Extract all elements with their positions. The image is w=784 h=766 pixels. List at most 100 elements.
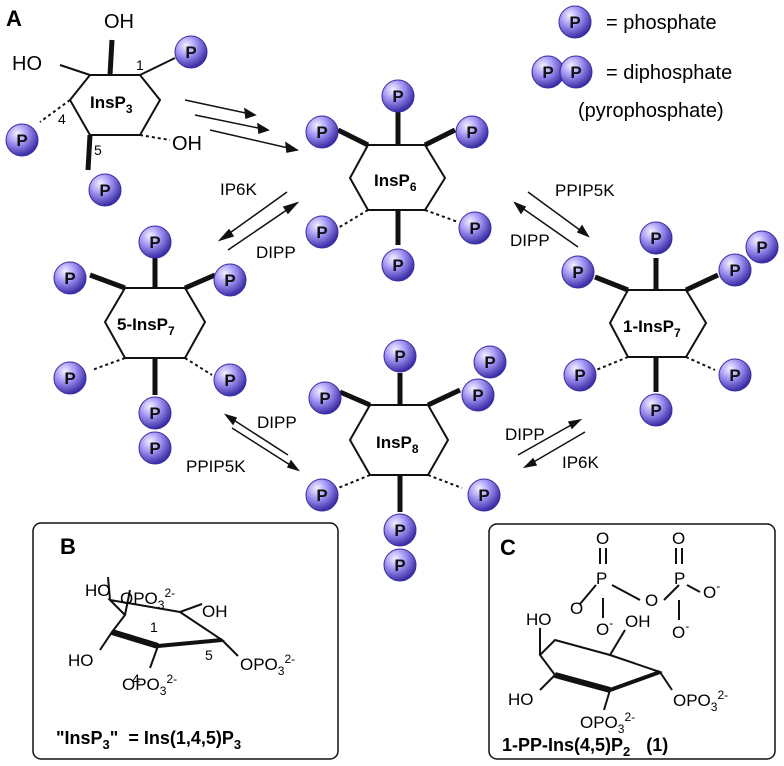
phosphate-sphere-icon [383, 339, 417, 373]
phosphate-sphere-icon [563, 358, 597, 392]
panel-label-b: B [60, 534, 76, 559]
phosphate-sphere-icon [639, 393, 673, 427]
phosphate-sphere-label: P [472, 386, 483, 405]
panel-c: C O O P O P O- O- O- HO O OH H [488, 523, 776, 760]
insp6-p-br: P [458, 211, 492, 245]
panel-c-ho-top: HO [526, 610, 552, 629]
phosphate-sphere-icon [473, 345, 507, 379]
5insp7-p-tl: P [53, 261, 87, 295]
panel-b-pos-5: 5 [205, 647, 213, 663]
phosphate-sphere-label: P [316, 223, 327, 242]
insp3-oh-right: OH [172, 133, 202, 155]
insp8-p-bottom-1: P [383, 513, 417, 547]
phosphate-sphere-label: P [185, 43, 196, 62]
insp3-oh-top: OH [104, 11, 134, 33]
phosphate-sphere-label: P [392, 87, 403, 106]
arrows-insp3-to-insp6 [184, 99, 299, 153]
phosphate-sphere-icon [305, 215, 339, 249]
panel-c-opo-right: OPO32- [673, 688, 728, 714]
phosphate-sphere-label: P [394, 521, 405, 540]
insp8-molecule [337, 373, 463, 512]
insp8-p-bottom-2: P [383, 548, 417, 582]
phosphate-sphere-label: P [650, 401, 661, 420]
phosphate-sphere-label: P [466, 123, 477, 142]
panel-c-oh-right: OH [625, 612, 651, 631]
1insp7-p-tr-1: P [718, 253, 752, 287]
panel-b-ho-top: HO [85, 581, 111, 600]
panel-b: B HO OPO32- 1 OH HO 5 OPO32- 4 OPO32- "I… [32, 522, 339, 760]
enzyme-ip6k-a: IP6K [220, 180, 258, 199]
phosphate-sphere-label: P [224, 271, 235, 290]
legend: P = phosphate P P = diphosphate (pyropho… [531, 5, 732, 122]
phosphate-sphere-icon [381, 79, 415, 113]
phosphate-sphere-icon [88, 173, 122, 207]
phosphate-sphere-label: P [392, 256, 403, 275]
phosphate-sphere-icon [53, 361, 87, 395]
phosphate-sphere-label: P [650, 229, 661, 248]
phosphate-sphere-label: P [569, 13, 580, 32]
phosphate-sphere-label: P [316, 123, 327, 142]
insp8-p-bl: P [305, 478, 339, 512]
panel-b-opo-right: OPO32- [240, 652, 295, 678]
5insp7-p-tr: P [213, 263, 247, 297]
1insp7-p-tl: P [561, 255, 595, 289]
enzyme-ip6k-d: IP6K [562, 453, 600, 472]
phosphate-sphere-label: P [729, 261, 740, 280]
panel-c-p-2: P [674, 569, 685, 588]
phosphate-sphere-icon [383, 548, 417, 582]
phosphate-sphere-label: P [469, 219, 480, 238]
insp8-name: InsP8 [376, 433, 419, 456]
panel-b-opo-bottom: OPO32- [122, 672, 177, 698]
phosphate-sphere-icon [383, 513, 417, 547]
1insp7-p-br: P [718, 358, 752, 392]
panel-c-o-minus-3: O- [596, 616, 613, 639]
phosphate-sphere-icon [467, 478, 501, 512]
insp6-p-top: P [381, 79, 415, 113]
panel-c-caption: 1-PP-Ins(4,5)P2(1) [502, 735, 668, 759]
5insp7-molecule [89, 258, 216, 395]
phosphate-sphere-label: P [394, 556, 405, 575]
1insp7-p-top: P [639, 221, 673, 255]
panel-c-p-1: P [596, 569, 607, 588]
panel-c-o-1: O [596, 529, 609, 548]
1insp7-p-tr-2: P [745, 230, 779, 264]
insp3-pos-5: 5 [94, 142, 102, 158]
phosphate-sphere-label: P [149, 404, 160, 423]
legend-diphosphate-sphere-1: P [531, 55, 565, 89]
phosphate-sphere-label: P [478, 486, 489, 505]
equilibrium-insp6-1insp7 [513, 191, 590, 248]
phosphate-sphere-label: P [99, 181, 110, 200]
panel-b-ho-left: HO [68, 651, 94, 670]
phosphate-sphere-icon [308, 381, 342, 415]
phosphate-sphere-label: P [756, 238, 767, 257]
1insp7-name: 1-InsP7 [623, 317, 681, 340]
phosphate-sphere-label: P [64, 269, 75, 288]
phosphate-sphere-icon [213, 363, 247, 397]
phosphate-sphere-label: P [572, 263, 583, 282]
insp3-p-4: P [5, 123, 39, 157]
insp8-p-top: P [383, 339, 417, 373]
insp3-p-1: P [174, 35, 208, 69]
phosphate-sphere-icon [53, 261, 87, 295]
phosphate-sphere-icon [305, 478, 339, 512]
1insp7-molecule [594, 258, 720, 392]
enzyme-ppip5k-c: PPIP5K [186, 457, 246, 476]
1insp7-p-bottom: P [639, 393, 673, 427]
phosphate-sphere-label: P [319, 389, 330, 408]
insp3-molecule [39, 39, 176, 171]
equilibrium-insp6-5insp7 [217, 191, 300, 251]
phosphate-sphere-icon [561, 255, 595, 289]
phosphate-sphere-icon [138, 431, 172, 465]
phosphate-sphere-icon [5, 123, 39, 157]
phosphate-sphere-icon [213, 263, 247, 297]
equilibrium-5insp7-insp8 [223, 413, 301, 472]
insp3-pos-1: 1 [136, 57, 144, 73]
panel-label-a: A [6, 6, 22, 31]
legend-diphosphate-text: = diphosphate [606, 62, 732, 84]
panel-c-o-minus-2: O- [672, 619, 689, 642]
5insp7-name: 5-InsP7 [117, 315, 175, 338]
legend-phosphate-text: = phosphate [606, 12, 717, 34]
phosphate-sphere-label: P [394, 347, 405, 366]
insp6-p-tr: P [455, 115, 489, 149]
panel-label-c: C [500, 535, 516, 560]
